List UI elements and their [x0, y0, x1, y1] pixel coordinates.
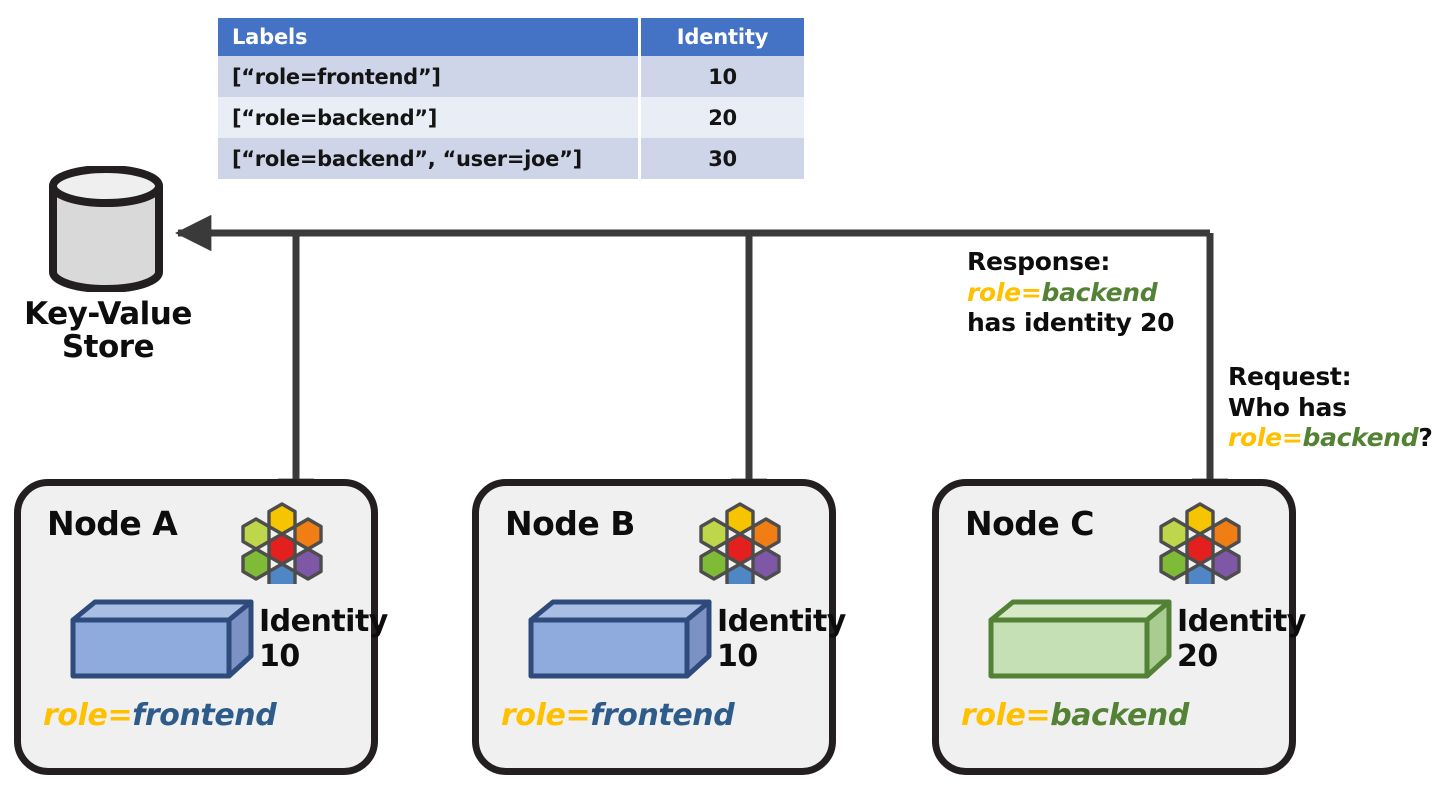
cell-identity: 10 — [639, 56, 804, 97]
cylinder-database-icon — [49, 166, 163, 292]
table-row: [“role=frontend”] 10 — [218, 56, 804, 97]
key-value-store-label: Key-Value Store — [0, 296, 216, 366]
response-line-1: Response: — [967, 247, 1111, 276]
response-label-key: role — [967, 277, 1021, 307]
response-label-pair: role=backend — [967, 278, 1174, 309]
request-annotation: Request: Who has role=backend? — [1228, 362, 1433, 454]
node-card-b[interactable]: Node B — [472, 479, 846, 775]
identity-label: Identity — [1177, 604, 1306, 639]
node-c-label-key: role — [961, 698, 1026, 733]
node-a-label-key: role — [43, 698, 108, 733]
table-header: Labels Identity — [218, 18, 804, 56]
node-card-a[interactable]: Node A — [14, 479, 388, 775]
response-label-eq: = — [1020, 277, 1042, 307]
node-b-title: Node B — [505, 504, 635, 543]
node-c-label: role=backend — [961, 698, 1189, 733]
request-label-key: role — [1228, 423, 1282, 452]
response-label-value: backend — [1041, 277, 1158, 307]
table-row: [“role=backend”] 20 — [218, 97, 804, 138]
cell-identity: 30 — [639, 138, 804, 179]
node-b-label: role=frontend — [501, 698, 735, 733]
node-a-title: Node A — [47, 504, 178, 543]
node-a-label-value: frontend — [132, 698, 277, 733]
request-label-eq: = — [1281, 423, 1303, 452]
node-c-label-eq: = — [1025, 698, 1051, 733]
node-a-label: role=frontend — [43, 698, 277, 733]
identity-value: 20 — [1177, 639, 1218, 675]
node-c-identity: Identity 20 — [1177, 604, 1306, 675]
request-label-pair: role=backend? — [1228, 423, 1433, 454]
response-line-3: has identity 20 — [967, 308, 1175, 337]
endpoint-3d-box-icon — [69, 598, 255, 680]
cilium-hex-logo-icon — [1159, 502, 1241, 584]
node-b-label-value: frontend — [590, 698, 735, 733]
key-value-store-cylinder — [44, 166, 168, 292]
endpoint-3d-box-icon — [527, 598, 713, 680]
response-annotation: Response: role=backend has identity 20 — [967, 247, 1175, 339]
identity-value: 10 — [259, 639, 300, 675]
node-card-c[interactable]: Node C — [932, 479, 1306, 775]
node-c-title: Node C — [965, 504, 1095, 543]
cell-identity: 20 — [639, 97, 804, 138]
cell-labels: [“role=backend”] — [218, 97, 641, 138]
identity-value: 10 — [717, 639, 758, 675]
column-header-labels: Labels — [218, 18, 641, 56]
request-line-2: Who has — [1228, 392, 1347, 422]
node-b-identity: Identity 10 — [717, 604, 846, 675]
request-label-value: backend — [1302, 423, 1419, 452]
table-header-row: Labels Identity — [218, 18, 804, 56]
cell-labels: [“role=backend”, “user=joe”] — [218, 138, 641, 179]
node-b-label-eq: = — [565, 698, 591, 733]
identity-label: Identity — [717, 604, 846, 639]
column-header-identity: Identity — [639, 18, 804, 56]
cilium-hex-logo-icon — [699, 502, 781, 584]
node-a-identity: Identity 10 — [259, 604, 388, 675]
table-body: [“role=frontend”] 10 [“role=backend”] 20… — [218, 56, 804, 179]
kv-label-line-2: Store — [61, 329, 155, 366]
node-a-label-eq: = — [107, 698, 133, 733]
node-c-label-value: backend — [1050, 698, 1189, 733]
node-b-label-key: role — [501, 698, 566, 733]
table-row: [“role=backend”, “user=joe”] 30 — [218, 138, 804, 179]
cilium-hex-logo-icon — [241, 502, 323, 584]
identity-table: Labels Identity [“role=frontend”] 10 [“r… — [218, 18, 804, 179]
request-question-mark: ? — [1418, 423, 1433, 452]
kv-label-line-1: Key-Value — [24, 296, 192, 332]
identity-label: Identity — [259, 604, 388, 639]
endpoint-3d-box-icon — [987, 598, 1173, 680]
request-line-1: Request: — [1228, 362, 1352, 391]
cell-labels: [“role=frontend”] — [218, 56, 641, 97]
